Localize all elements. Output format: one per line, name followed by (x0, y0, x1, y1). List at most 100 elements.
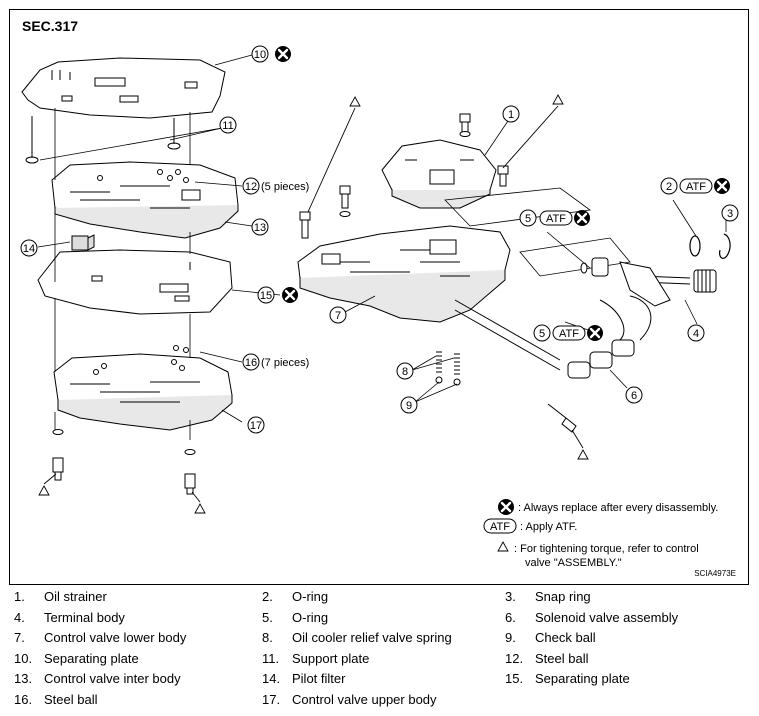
legend-number: 8. (262, 630, 273, 646)
legend-label: Separating plate (44, 650, 139, 666)
legend-item: 15. Separating plate (505, 670, 745, 688)
replace-icon-5-lower (585, 323, 605, 343)
torque-markers (38, 94, 589, 552)
callout-13: 13 (254, 222, 266, 234)
legend-item: 5. O-ring (262, 609, 502, 627)
relief-valve-springs (435, 351, 461, 386)
note-torque-line2: valve "ASSEMBLY." (525, 557, 622, 569)
diagram-frame: SEC.317 SCIA4973E (9, 9, 749, 585)
callout-1: 1 (508, 109, 514, 121)
legend-number: 10. (14, 650, 33, 666)
legend-number: 4. (14, 609, 25, 625)
callout-16-qty: (7 pieces) (261, 357, 309, 369)
oil-strainer (381, 139, 497, 209)
legend-number: 5. (262, 609, 273, 625)
callout-7: 7 (335, 310, 341, 322)
atf-badge-legend: ATF (490, 521, 510, 533)
callout-2: 2 (666, 181, 672, 193)
legend-label: O-ring (292, 609, 329, 625)
legend-number: 17. (262, 692, 281, 707)
legend-number: 2. (262, 589, 273, 604)
legend-label: Oil cooler relief valve spring (292, 630, 452, 646)
control-valve-lower-body (297, 225, 511, 323)
legend-item: 6. Solenoid valve assembly (505, 609, 745, 627)
legend-label: Snap ring (535, 589, 591, 604)
replace-icon-legend (496, 497, 516, 517)
legend-number: 13. (14, 671, 33, 687)
callout-17: 17 (250, 420, 262, 432)
legend-number: 15. (505, 671, 524, 687)
legend-number: 7. (14, 630, 25, 646)
callout-4: 4 (693, 328, 699, 340)
legend-item: 2. O-ring (262, 588, 502, 606)
control-valve-inter-body (51, 161, 239, 239)
control-valve-upper-body (53, 345, 233, 431)
legend-item: 4. Terminal body (14, 609, 254, 627)
legend-label: O-ring (292, 589, 329, 604)
replace-icon-5-upper (572, 208, 592, 228)
guide-plane (444, 187, 631, 277)
legend-label: Control valve inter body (44, 671, 181, 687)
atf-badge-5-upper: ATF (546, 213, 566, 225)
replace-icon-15 (280, 285, 300, 305)
legend-item: 1. Oil strainer (14, 588, 254, 606)
legend-item: 17. Control valve upper body (262, 691, 502, 709)
legend-item: 10. Separating plate (14, 650, 254, 668)
callout-8: 8 (402, 366, 408, 378)
legend-number: 3. (505, 589, 516, 604)
legend-label: Control valve upper body (292, 692, 437, 707)
separating-plate-top (21, 57, 226, 119)
legend-number: 1. (14, 589, 25, 604)
separating-plate-middle (37, 249, 233, 315)
connector (580, 257, 609, 277)
exploded-view-drawing: 10 11 12 13 14 15 16 17 1 2 3 5 7 4 5 6 … (20, 44, 739, 569)
terminal-body (619, 261, 717, 307)
callout-11: 11 (222, 120, 233, 132)
atf-badge-2: ATF (686, 181, 706, 193)
legend-label: Check ball (535, 630, 596, 646)
legend-item: 13. Control valve inter body (14, 670, 254, 688)
legend-item: 8. Oil cooler relief valve spring (262, 629, 502, 647)
callout-16: 16 (245, 357, 257, 369)
legend-number: 6. (505, 609, 516, 625)
legend-item: 9. Check ball (505, 629, 745, 647)
leader-lines (37, 54, 727, 423)
bolts-left (52, 429, 196, 495)
alignment-lines-left (54, 108, 191, 440)
callout-3: 3 (727, 208, 733, 220)
legend-label: Control valve lower body (44, 630, 187, 646)
legend-number: 11. (262, 650, 280, 666)
legend-number: 14. (262, 671, 281, 687)
callout-15: 15 (260, 290, 272, 302)
callout-12: 12 (245, 181, 257, 193)
snap-ring-3 (719, 233, 731, 259)
atf-badge-5-lower: ATF (559, 328, 579, 340)
section-title: SEC.317 (22, 18, 79, 34)
support-plates (25, 116, 181, 164)
pilot-filter (71, 234, 95, 251)
legend-item: 11. Support plate (262, 650, 502, 668)
legend-label: Support plate (292, 650, 370, 666)
note-torque-line1: : For tightening torque, refer to contro… (514, 543, 699, 555)
replace-icon-10 (273, 44, 293, 64)
legend-label: Steel ball (535, 650, 589, 666)
legend-label: Separating plate (535, 671, 630, 687)
legend-label: Terminal body (44, 609, 125, 625)
solenoid-valve-assembly (454, 295, 652, 379)
callout-12-qty: (5 pieces) (261, 181, 309, 193)
callout-5-lower: 5 (539, 328, 545, 340)
legend-item: 3. Snap ring (505, 588, 745, 606)
legend-label: Oil strainer (44, 589, 107, 604)
legend-item: 7. Control valve lower body (14, 629, 254, 647)
legend-label: Solenoid valve assembly (535, 609, 679, 625)
legend-item: 16.Steel ball (14, 691, 254, 709)
atf-badges (483, 178, 713, 534)
callout-9: 9 (406, 400, 412, 412)
callout-14: 14 (23, 243, 35, 255)
replace-icon-2 (712, 176, 732, 196)
legend-label: Steel ball (44, 692, 98, 707)
o-ring-2 (689, 235, 701, 257)
legend-number: 9. (505, 630, 516, 646)
callout-5-upper: 5 (525, 213, 531, 225)
legend-label: Pilot filter (292, 671, 346, 687)
